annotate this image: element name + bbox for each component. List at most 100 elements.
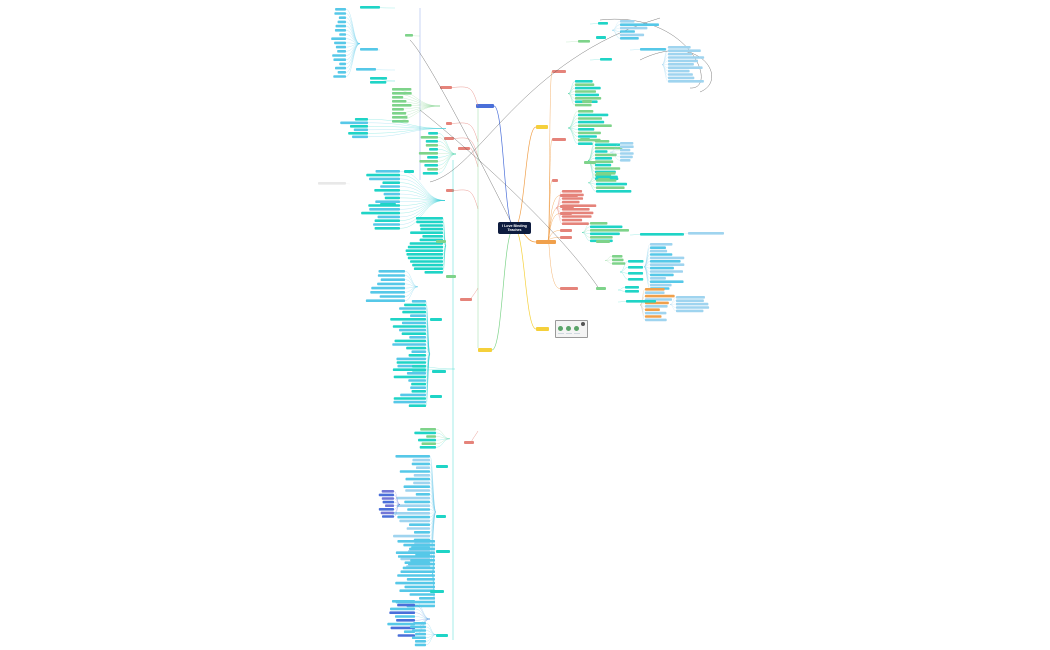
hub-node[interactable] <box>432 370 446 373</box>
leaf-node[interactable] <box>578 124 612 127</box>
hub-node[interactable] <box>596 36 606 39</box>
leaf-node[interactable] <box>378 508 394 511</box>
leaf-node[interactable] <box>590 236 613 239</box>
leaf-node[interactable] <box>620 26 648 30</box>
leaf-node[interactable] <box>334 41 346 45</box>
leaf-node[interactable] <box>668 73 693 76</box>
hub-node[interactable] <box>596 287 606 290</box>
leaf-node[interactable] <box>562 211 594 215</box>
leaf-node[interactable] <box>645 288 665 291</box>
leaf-node[interactable] <box>407 256 443 260</box>
leaf-node[interactable] <box>676 302 709 306</box>
leaf-node[interactable] <box>410 625 426 629</box>
leaf-node[interactable] <box>392 325 426 328</box>
leaf-node[interactable] <box>595 146 623 150</box>
leaf-node[interactable] <box>397 603 415 607</box>
leaf-node[interactable] <box>562 222 589 225</box>
leaf-node[interactable] <box>404 585 435 589</box>
leaf-node[interactable] <box>575 103 592 107</box>
sub-branch-node[interactable] <box>560 287 578 290</box>
leaf-node[interactable] <box>396 361 426 364</box>
leaf-node[interactable] <box>339 62 346 66</box>
leaf-node[interactable] <box>668 63 694 66</box>
leaf-node[interactable] <box>409 242 443 245</box>
leaf-node[interactable] <box>578 40 590 43</box>
leaf-node[interactable] <box>412 365 426 368</box>
leaf-node[interactable] <box>402 566 435 570</box>
leaf-node[interactable] <box>405 477 430 481</box>
leaf-node[interactable] <box>334 29 346 32</box>
leaf-node[interactable] <box>392 108 404 111</box>
leaf-node[interactable] <box>419 597 435 600</box>
leaf-node[interactable] <box>578 110 594 113</box>
leaf-node[interactable] <box>645 308 660 311</box>
leaf-node[interactable] <box>408 562 435 566</box>
leaf-node[interactable] <box>369 177 400 181</box>
leaf-node[interactable] <box>422 235 443 238</box>
leaf-node[interactable] <box>377 215 400 219</box>
leaf-node[interactable] <box>668 49 701 52</box>
leaf-node[interactable] <box>390 318 426 321</box>
leaf-node[interactable] <box>668 66 703 69</box>
leaf-node[interactable] <box>415 466 430 469</box>
leaf-node[interactable] <box>397 540 435 543</box>
leaf-node[interactable] <box>578 120 605 124</box>
leaf-node[interactable] <box>650 283 672 287</box>
leaf-node[interactable] <box>419 446 436 449</box>
leaf-node[interactable] <box>381 497 394 500</box>
sub-branch-node[interactable] <box>552 138 566 141</box>
leaf-node[interactable] <box>381 490 394 493</box>
leaf-node[interactable] <box>409 547 435 551</box>
leaf-node[interactable] <box>399 470 430 473</box>
leaf-node[interactable] <box>337 71 346 74</box>
leaf-node[interactable] <box>407 508 430 511</box>
leaf-node[interactable] <box>578 113 609 117</box>
leaf-node[interactable] <box>370 81 387 84</box>
leaf-node[interactable] <box>668 52 693 56</box>
leaf-node[interactable] <box>365 299 405 302</box>
leaf-node[interactable] <box>406 372 426 375</box>
leaf-node[interactable] <box>418 438 436 442</box>
leaf-node[interactable] <box>411 350 426 353</box>
leaf-node[interactable] <box>403 485 430 488</box>
leaf-node[interactable] <box>620 142 634 145</box>
leaf-node[interactable] <box>331 37 346 40</box>
leaf-node[interactable] <box>387 622 415 626</box>
hub-node[interactable] <box>436 240 446 243</box>
leaf-node[interactable] <box>650 249 668 253</box>
leaf-node[interactable] <box>620 30 635 33</box>
leaf-node[interactable] <box>385 504 394 507</box>
leaf-node[interactable] <box>418 152 438 155</box>
leaf-node[interactable] <box>400 570 435 573</box>
leaf-node[interactable] <box>650 253 673 256</box>
leaf-node[interactable] <box>427 168 438 171</box>
leaf-node[interactable] <box>612 258 624 262</box>
leaf-node[interactable] <box>628 260 644 263</box>
leaf-node[interactable] <box>356 68 376 71</box>
leaf-node[interactable] <box>389 607 415 611</box>
leaf-node[interactable] <box>650 246 666 249</box>
leaf-node[interactable] <box>405 249 443 252</box>
leaf-node[interactable] <box>414 640 426 643</box>
sub-branch-node[interactable] <box>458 147 470 150</box>
leaf-node[interactable] <box>334 12 346 15</box>
leaf-node[interactable] <box>578 142 593 145</box>
leaf-node[interactable] <box>620 152 634 155</box>
leaf-node[interactable] <box>333 58 346 61</box>
leaf-node[interactable] <box>600 58 612 61</box>
leaf-node[interactable] <box>414 431 436 435</box>
leaf-node[interactable] <box>411 462 430 466</box>
leaf-node[interactable] <box>378 493 394 497</box>
hub-node[interactable] <box>580 138 590 141</box>
leaf-node[interactable] <box>409 593 435 596</box>
leaf-node[interactable] <box>405 34 413 37</box>
leaf-node[interactable] <box>380 278 405 281</box>
main-branch-node[interactable] <box>476 104 494 108</box>
sub-branch-node[interactable] <box>560 236 572 239</box>
leaf-node[interactable] <box>392 104 412 107</box>
leaf-node[interactable] <box>333 75 346 78</box>
leaf-node[interactable] <box>595 160 614 163</box>
leaf-node[interactable] <box>384 196 400 200</box>
leaf-node[interactable] <box>332 54 346 57</box>
